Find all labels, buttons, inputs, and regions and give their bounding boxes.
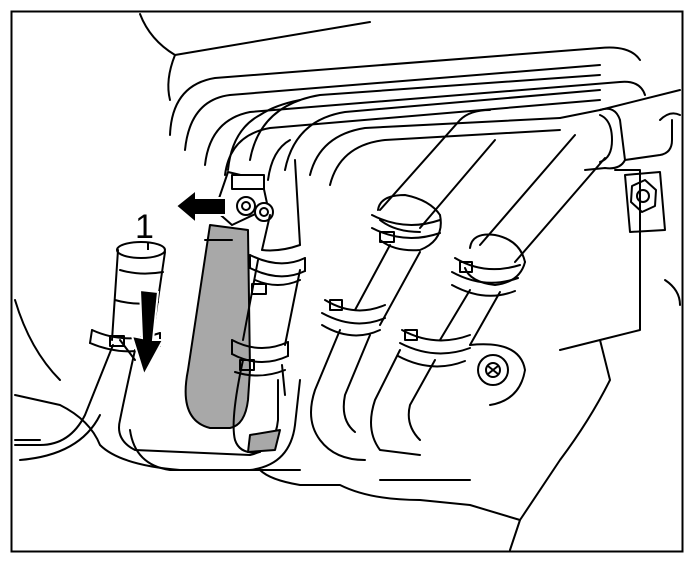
torx-bolt-icon [469,343,526,406]
pipe-2 [227,99,301,454]
hex-nut-icon [630,179,657,213]
hose-clamp-4 [371,214,441,243]
arrow-down-icon [130,288,165,378]
hose-clamp-2 [249,254,306,295]
rear-pipe-bundle [169,46,646,186]
shadow-patch [247,429,281,453]
pipe-4 [370,134,606,456]
hose-clamp-7 [397,329,471,368]
figure-border [10,10,684,553]
mounting-bracket [559,107,673,233]
callout-label: 1 [135,208,154,246]
arrow-left-icon [174,187,227,226]
pipe-3 [310,109,496,461]
body-panel-lines [14,13,681,551]
hose-clamp-3 [231,339,289,377]
hose-clamp-6 [451,257,521,297]
highlighted-hose [184,224,251,429]
hose-clamp-5 [321,299,386,337]
quick-connector [214,171,274,226]
